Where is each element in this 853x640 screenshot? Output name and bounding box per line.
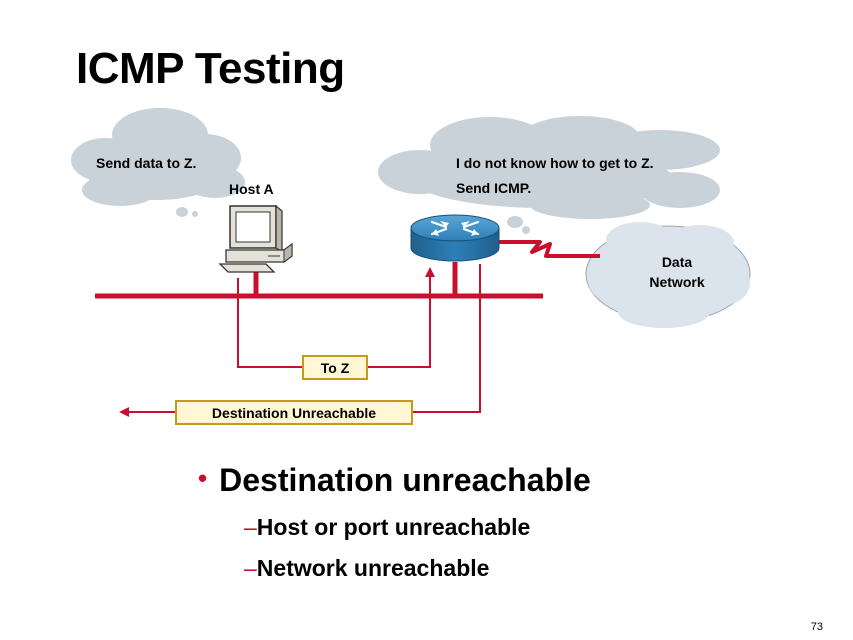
main-bullet-text: Destination unreachable — [219, 462, 591, 498]
cloud-label-line2: Network — [649, 274, 704, 290]
sub-bullet-1: –Host or port unreachable — [244, 514, 530, 541]
router-thought-line1: I do not know how to get to Z. — [456, 155, 654, 171]
router-thought-line2: Send ICMP. — [456, 180, 531, 196]
serial-link — [498, 240, 600, 258]
host-thought-cloud: Send data to Z. — [71, 108, 245, 217]
packet-label-box: To Z — [302, 355, 368, 380]
bullet-marker: • — [198, 463, 208, 493]
sub-bullet-dash: – — [244, 555, 257, 581]
sub-bullet-dash: – — [244, 514, 257, 540]
computer-icon — [218, 204, 293, 273]
reply-label-box: Destination Unreachable — [175, 400, 413, 425]
sub-bullet-text: Network unreachable — [256, 555, 490, 581]
icmp-reply-path-line — [119, 264, 481, 417]
router-thought-cloud: I do not know how to get to Z. Send ICMP… — [378, 116, 720, 234]
packet-path-line — [237, 267, 435, 368]
packet-label: To Z — [321, 360, 350, 376]
host-a-label: Host A — [229, 181, 274, 197]
main-bullet: • Destination unreachable — [198, 462, 591, 499]
data-network-cloud: Data Network — [585, 222, 751, 328]
sub-bullet-2: –Network unreachable — [244, 555, 489, 582]
router-icon — [410, 214, 500, 262]
slide-title: ICMP Testing — [76, 44, 345, 93]
sub-bullet-text: Host or port unreachable — [256, 514, 531, 540]
reply-label: Destination Unreachable — [212, 405, 376, 421]
page-number: 73 — [810, 621, 823, 633]
network-diagram: Send data to Z. I do not know how to get… — [71, 108, 751, 425]
host-thought-text: Send data to Z. — [96, 155, 196, 171]
cloud-label-line1: Data — [662, 254, 693, 270]
